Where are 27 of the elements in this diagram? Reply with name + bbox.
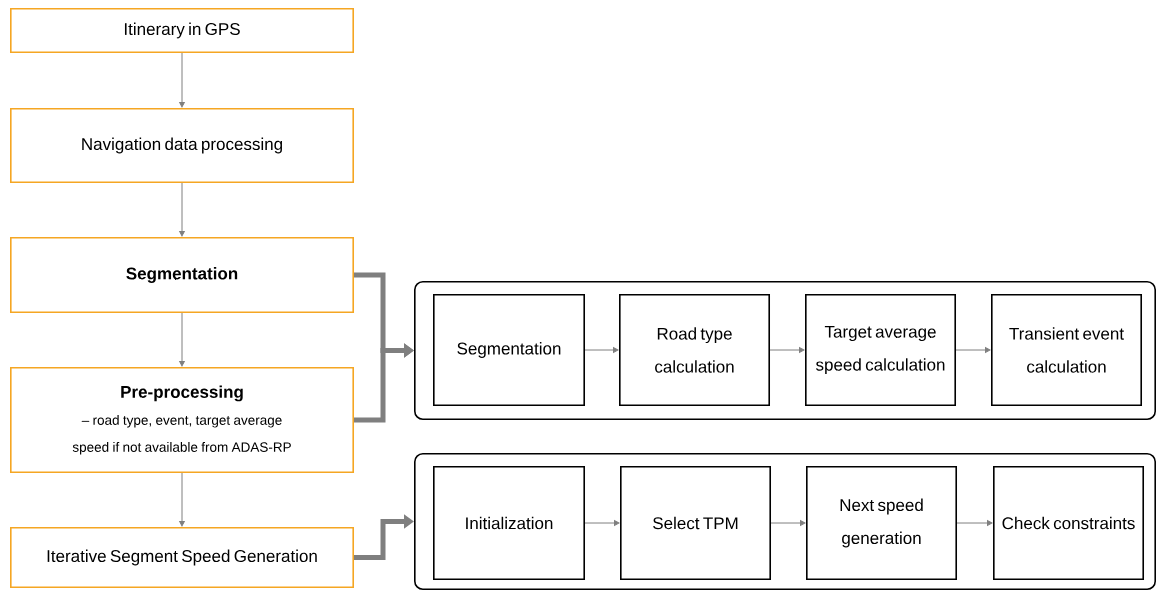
arrow <box>770 520 806 526</box>
process-box: Segmentation <box>433 294 585 406</box>
arrow <box>179 312 185 367</box>
process-box: Road type calculation <box>619 294 770 406</box>
process-box: Itinerary in GPS <box>10 8 354 53</box>
process-box: Segmentation <box>10 237 354 313</box>
process-box: Transient event calculation <box>991 294 1142 406</box>
arrow <box>179 52 185 108</box>
arrow <box>769 347 805 353</box>
arrow <box>955 347 991 353</box>
process-box: Next speed generation <box>806 466 957 580</box>
connector-arrow <box>354 343 414 423</box>
arrow <box>956 520 993 526</box>
arrow <box>584 520 620 526</box>
arrow <box>179 472 185 527</box>
group-frame <box>414 453 1156 590</box>
process-box: Pre-processing – road type, event, target average speed if not available from ADAS-RP <box>10 367 354 473</box>
connector-arrow <box>354 514 414 560</box>
process-box: Navigation data processing <box>10 108 354 183</box>
process-box: Select TPM <box>620 466 771 580</box>
process-box: Iterative Segment Speed Generation <box>10 527 354 588</box>
process-box: Check constraints <box>993 466 1144 580</box>
process-box: Initialization <box>433 466 585 580</box>
group-frame <box>414 281 1156 420</box>
arrow <box>584 347 619 353</box>
process-box: Target average speed calculation <box>805 294 956 406</box>
arrow <box>179 182 185 237</box>
